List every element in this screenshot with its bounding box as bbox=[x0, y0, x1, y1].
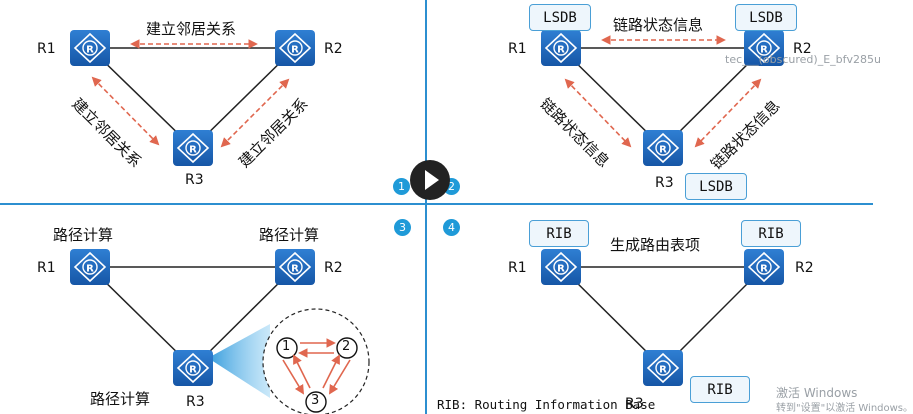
svg-text:R: R bbox=[86, 45, 94, 56]
q3-calc-label-r3: 路径计算 bbox=[90, 390, 151, 408]
spf-zoom-circle bbox=[262, 308, 370, 414]
q2-right-arrow bbox=[694, 78, 762, 148]
spf-node-label-2: 2 bbox=[342, 339, 351, 354]
router-icon: R bbox=[275, 30, 315, 66]
router-icon: R bbox=[744, 249, 784, 285]
svg-text:R: R bbox=[659, 145, 667, 156]
play-button[interactable] bbox=[410, 160, 450, 200]
q4-route-label-top: 生成路由表项 bbox=[610, 236, 701, 254]
spf-node-3 bbox=[305, 391, 327, 413]
spf-node-label-3: 3 bbox=[311, 393, 320, 408]
svg-text:R: R bbox=[557, 45, 565, 56]
watermark-top-right: tec___(obscured)_E_bfv285u bbox=[725, 53, 881, 66]
rib-box-r2: RIB bbox=[741, 220, 801, 247]
play-icon bbox=[425, 170, 439, 190]
step-badge-1: 1 bbox=[393, 178, 410, 195]
lsdb-box-r2: LSDB bbox=[735, 4, 797, 31]
spf-node-1 bbox=[276, 337, 298, 359]
q3-calc-label-r1: 路径计算 bbox=[53, 226, 114, 244]
svg-text:R: R bbox=[189, 145, 197, 156]
lsdb-box-r1: LSDB bbox=[529, 4, 591, 31]
router-label-r3: R3 bbox=[185, 172, 204, 188]
svg-text:R: R bbox=[291, 45, 299, 56]
router-icon: R bbox=[70, 249, 110, 285]
router-label-r1: R1 bbox=[508, 41, 527, 57]
svg-text:R: R bbox=[557, 264, 565, 275]
router-icon: R bbox=[643, 350, 683, 386]
q1-neighbor-label-top: 建立邻居关系 bbox=[146, 20, 237, 38]
q2-left-arrow bbox=[564, 78, 632, 148]
router-icons: R R R R R R bbox=[70, 30, 784, 386]
q3-calc-label-r2: 路径计算 bbox=[259, 226, 320, 244]
rib-box-r1: RIB bbox=[529, 220, 589, 247]
svg-text:R: R bbox=[659, 365, 667, 376]
svg-text:R: R bbox=[189, 365, 197, 376]
router-icon: R bbox=[744, 30, 784, 66]
router-icon: R bbox=[70, 30, 110, 66]
step-badge-4: 4 bbox=[443, 219, 460, 236]
router-label-r2: R2 bbox=[795, 260, 814, 276]
svg-text:R: R bbox=[291, 264, 299, 275]
router-label-r2: R2 bbox=[793, 41, 812, 57]
step-badge-3: 3 bbox=[394, 219, 411, 236]
router-label-r3: R3 bbox=[186, 394, 205, 410]
windows-activation-line2: 转到"设置"以激活 Windows。 bbox=[776, 403, 913, 414]
router-icon: R bbox=[173, 130, 213, 166]
zoom-beam bbox=[208, 324, 270, 398]
router-label-r1: R1 bbox=[37, 41, 56, 57]
lsdb-box-r3: LSDB bbox=[685, 173, 747, 200]
router-icon: R bbox=[643, 130, 683, 166]
spf-node-label-1: 1 bbox=[282, 339, 291, 354]
ospf-diagram-canvas: R R R R R R bbox=[0, 0, 873, 414]
router-label-r3: R3 bbox=[625, 396, 644, 412]
router-icon: R bbox=[541, 249, 581, 285]
router-label-r3: R3 bbox=[655, 175, 674, 191]
router-label-r2: R2 bbox=[324, 41, 343, 57]
router-label-r1: R1 bbox=[508, 260, 527, 276]
router-icon: R bbox=[541, 30, 581, 66]
q2-lsinfo-label-top: 链路状态信息 bbox=[613, 16, 704, 34]
router-icon: R bbox=[173, 350, 213, 386]
router-label-r2: R2 bbox=[324, 260, 343, 276]
windows-activation-line1: 激活 Windows bbox=[776, 386, 858, 400]
spf-node-2 bbox=[336, 337, 358, 359]
router-icon: R bbox=[275, 249, 315, 285]
rib-box-r3: RIB bbox=[690, 376, 750, 403]
router-label-r1: R1 bbox=[37, 260, 56, 276]
svg-text:R: R bbox=[86, 264, 94, 275]
rib-footnote: RIB: Routing Information Base bbox=[437, 397, 656, 412]
svg-text:R: R bbox=[760, 264, 768, 275]
svg-text:R: R bbox=[760, 45, 768, 56]
